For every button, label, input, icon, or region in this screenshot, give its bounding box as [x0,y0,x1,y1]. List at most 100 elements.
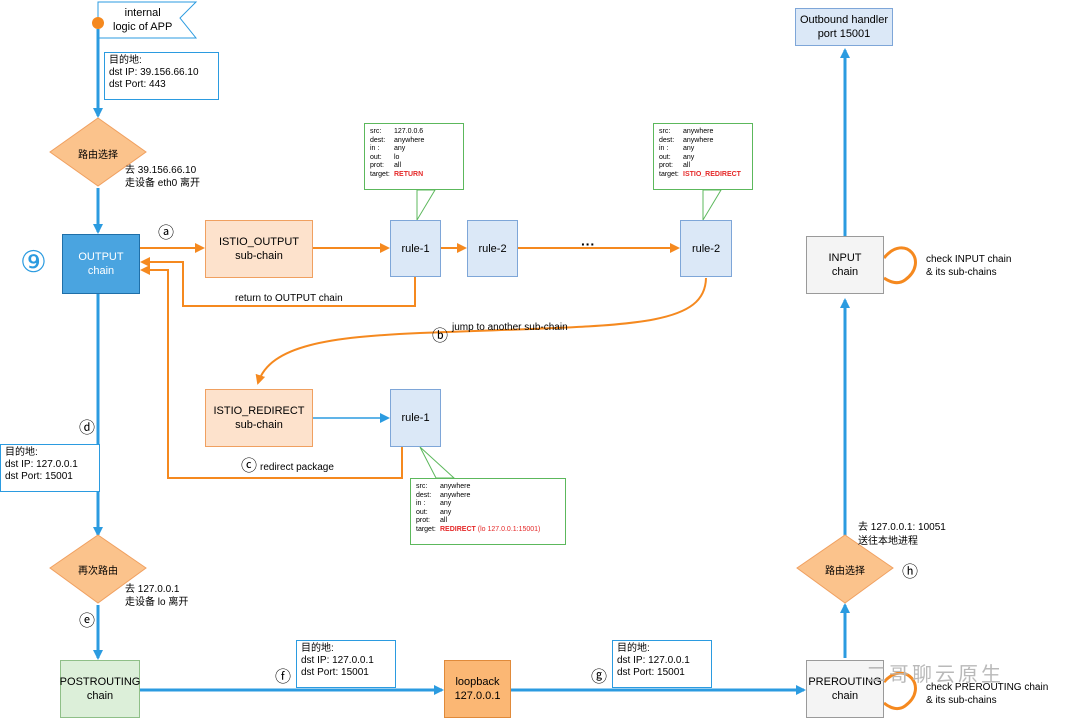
dest-note-4-port: dst Port: 15001 [617,667,685,678]
dest-note-3-port: dst Port: 15001 [301,667,369,678]
card2-target-val: ISTIO_REDIRECT [683,170,741,178]
check-pre-line1: check PREROUTING chain [926,682,1049,693]
marker-nine: ⑨ [20,246,47,279]
rule-1-top[interactable]: rule-1 [390,220,441,277]
dest-note-4-ip: dst IP: 127.0.0.1 [617,655,690,666]
prerouting-chain-box[interactable]: PREROUTING chain [806,660,884,718]
card1-target-val: RETURN [394,170,424,178]
check-input-line1: check INPUT chain [926,254,1012,265]
check-pre-line2: & its sub-chains [926,695,997,706]
card2-src-key: src: [659,128,671,135]
card1-out-key: out: [370,153,382,161]
dest-note-2-title: 目的地: [5,447,38,458]
rule-card-1: src: 127.0.0.6 dest: anywhere in : any out:… [364,123,464,190]
card1-in-key: in : [370,145,380,153]
output-chain-l2: chain [87,265,115,277]
dest-note-4-title: 目的地: [617,643,650,654]
marker-d: ⓓ [79,420,96,437]
card3-src-key: src: [416,483,428,490]
card3-target-val: REDIRECT [440,525,476,533]
card1-out-val: lo [394,153,400,161]
card3-out-key: out: [416,508,428,516]
dest-note-1-ip: dst IP: 39.156.66.10 [109,67,199,78]
card3-in-key: in : [416,500,426,508]
route3-diamond [796,534,894,604]
ellipsis: ··· [581,236,595,252]
card2-dest-key: dest: [659,136,675,144]
input-l1: INPUT [828,252,862,264]
app-label-line1: internal [124,7,161,19]
card1-in-val: any [394,145,406,153]
check-input-line2: & its sub-chains [926,267,997,278]
postrouting-l1: POSTROUTING [59,676,141,688]
outbound-handler-box[interactable]: Outbound handler port 15001 [795,8,893,46]
output-chain-l1: OUTPUT [78,251,124,263]
marker-b: ⓑ [432,328,449,345]
card3-out-val: any [440,508,452,516]
dest-note-1: 目的地: dst IP: 39.156.66.10 dst Port: 443 [104,52,219,100]
prerouting-l2: chain [831,690,859,702]
istio-output-box[interactable]: ISTIO_OUTPUT sub-chain [205,220,313,278]
route2-desc1: 去 127.0.0.1 [125,584,180,595]
rule-2-mid[interactable]: rule-2 [467,220,518,277]
outbound-l2: port 15001 [817,28,871,40]
rule-card-2: src:anywhere dest:anywhere in :any out:a… [653,123,753,190]
istio-output-l2: sub-chain [235,250,283,262]
postrouting-chain-box[interactable]: POSTROUTING chain [60,660,140,718]
loopback-box[interactable]: loopback 127.0.0.1 [444,660,511,718]
route1-desc2: 走设备 eth0 离开 [125,178,201,189]
input-chain-box[interactable]: INPUT chain [806,236,884,294]
card2-in-val: any [683,145,695,153]
dest-note-4: 目的地: dst IP: 127.0.0.1 dst Port: 15001 [612,640,712,688]
marker-e: ⓔ [79,613,96,630]
dest-note-3: 目的地: dst IP: 127.0.0.1 dst Port: 15001 [296,640,396,688]
loopback-l2: 127.0.0.1 [454,690,501,702]
route2-diamond [49,534,147,604]
input-l2: chain [831,266,859,278]
card3-target-extra: (lo 127.0.0.1:15001) [477,525,541,533]
route3-label: 路由选择 [825,566,865,577]
jump-label: jump to another sub-chain [452,322,568,333]
card2-prot-val: all [683,162,691,170]
rule-2-right[interactable]: rule-2 [680,220,732,277]
card1-prot-key: prot: [370,162,385,170]
rule-1-bottom[interactable]: rule-1 [390,389,441,447]
return-label: return to OUTPUT chain [235,293,343,304]
prerouting-l1: PREROUTING [808,676,882,688]
marker-g: ⓖ [591,669,608,686]
app-label-line2: logic of APP [113,21,173,33]
route2-desc2: 走设备 lo 离开 [125,597,189,608]
istio-redirect-l2: sub-chain [235,419,283,431]
card1-target-key: target: [370,170,390,178]
dest-note-1-title: 目的地: [109,55,142,66]
route1-desc1: 去 39.156.66.10 [125,165,197,176]
route3-desc2: 送往本地进程 [858,536,918,547]
card1-dest-val: anywhere [394,136,425,144]
istio-redirect-box[interactable]: ISTIO_REDIRECT sub-chain [205,389,313,447]
istio-redirect-l1: ISTIO_REDIRECT [213,405,305,417]
route2-label: 再次路由 [78,566,118,577]
app-label: internal logic of APP [113,6,172,34]
card2-dest-val: anywhere [683,136,714,144]
route3-desc1: 去 127.0.0.1: 10051 [858,522,946,533]
istio-output-l1: ISTIO_OUTPUT [218,236,300,248]
outbound-l1: Outbound handler [799,14,889,26]
card1-src-val: 127.0.0.6 [394,128,424,135]
card3-dest-val: anywhere [440,491,471,499]
card2-src-val: anywhere [683,128,714,135]
card1-dest-key: dest: [370,136,386,144]
output-chain-box[interactable]: OUTPUT chain [62,234,140,294]
marker-h: ⓗ [902,564,919,581]
route1-label: 路由选择 [78,150,118,161]
marker-a: ⓐ [158,225,175,242]
card1-src-key: src: [370,128,382,135]
dest-note-2: 目的地: dst IP: 127.0.0.1 dst Port: 15001 [0,444,100,492]
postrouting-l2: chain [86,690,114,702]
route1-diamond [49,117,147,187]
marker-c: ⓒ [241,458,258,475]
card2-prot-key: prot: [659,162,674,170]
dest-note-2-ip: dst IP: 127.0.0.1 [5,459,78,470]
card3-target-key: target: [416,525,436,533]
redirect-label: redirect package [260,462,334,473]
